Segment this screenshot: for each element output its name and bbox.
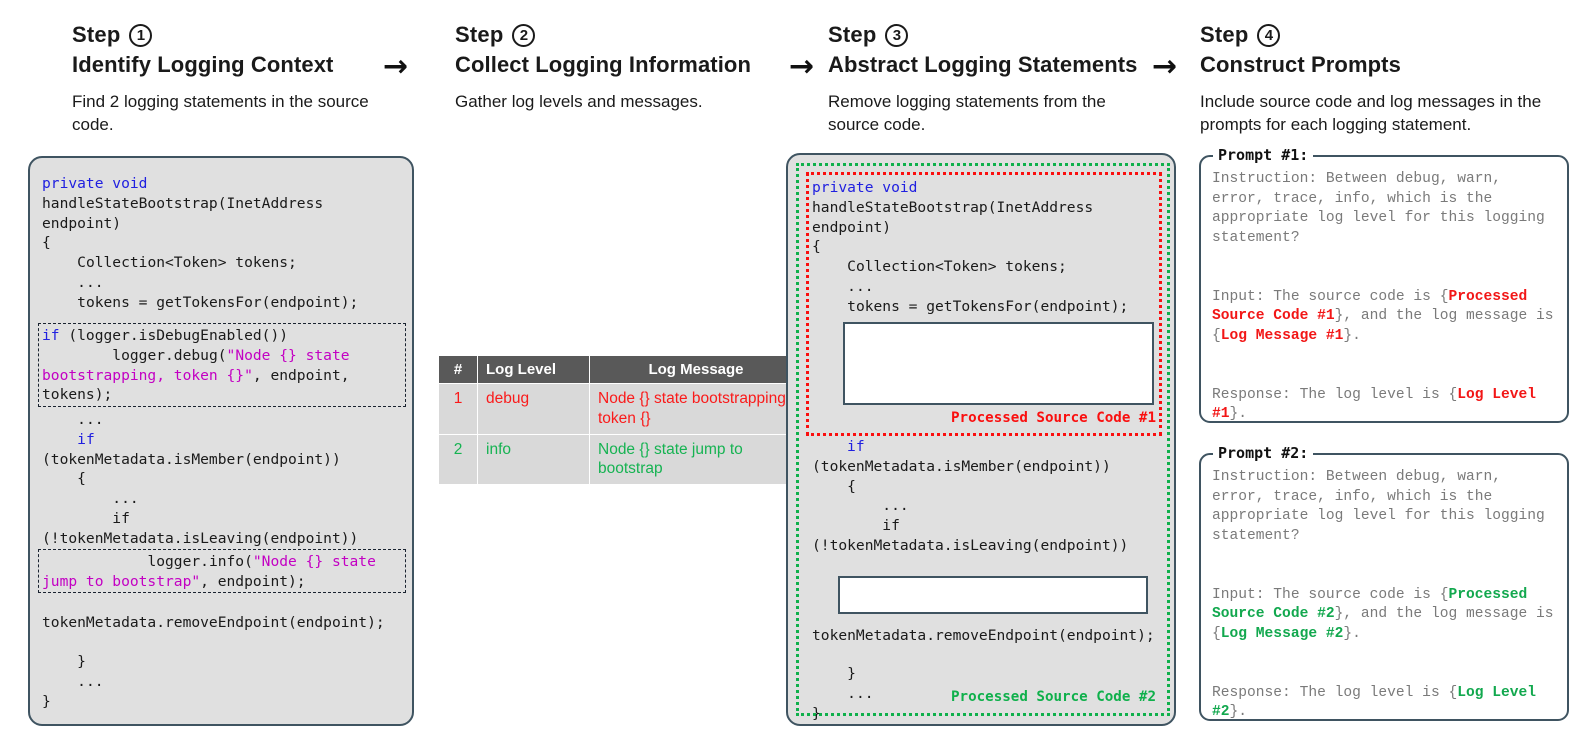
step-2-label: Step — [455, 22, 504, 47]
step-4-header: Step 4 Construct Prompts Include source … — [1200, 22, 1552, 137]
prompt-1-placeholder-log-message: Log Message #1 — [1220, 327, 1344, 344]
step-1-source-code-panel: private void handleStateBootstrap(InetAd… — [28, 156, 414, 726]
arrow-step1-to-step2-icon: → — [383, 49, 409, 84]
table-cell-log-message: Node {} state jump to bootstrap — [589, 433, 803, 486]
code-member-check: (tokenMetadata.isMember(endpoint)) { ...… — [812, 457, 1129, 554]
table-header-log-level: Log Level — [477, 355, 590, 384]
table-header-row: # Log Level Log Message — [438, 355, 803, 384]
step-2-header: Step 2 Collect Logging Information Gathe… — [455, 22, 775, 114]
logging-statement-2-code: logger.info("Node {} state jump to boots… — [42, 552, 414, 592]
arrow-step3-to-step4-icon: → — [1152, 49, 1178, 84]
step-1-code-text: private void handleStateBootstrap(InetAd… — [42, 174, 412, 313]
step-3-title: Abstract Logging Statements — [828, 52, 1138, 77]
step-3-code-closing: } ... } — [812, 665, 874, 722]
code-log2-args: , endpoint); — [200, 572, 306, 590]
log-information-table: # Log Level Log Message 1 debug Node {} … — [438, 355, 803, 486]
code-log2-message-literal: "Node {} state jump to bootstrap" — [42, 553, 376, 590]
step-3-label: Step — [828, 22, 877, 47]
prompt-2-placeholder-log-level: Log Level #2 — [1212, 684, 1545, 721]
step-3-code-head: private void handleStateBootstrap(InetAd… — [812, 178, 1162, 317]
table-cell-log-level: info — [477, 433, 590, 486]
prompt-1-placeholder-log-level: Log Level #1 — [1212, 386, 1545, 423]
step-1-code-middle: ... if (tokenMetadata.isMember(endpoint)… — [42, 410, 414, 549]
table-cell-log-level: debug — [477, 383, 590, 435]
step-2-title: Collect Logging Information — [455, 52, 752, 77]
step-1-code-tail: tokenMetadata.removeEndpoint(endpoint); … — [42, 613, 385, 710]
step-3-processed-code-panel: private void handleStateBootstrap(InetAd… — [786, 153, 1176, 726]
prompt-1-input-post: }. — [1343, 327, 1361, 344]
code-method-signature: handleStateBootstrap(InetAddress endpoin… — [42, 194, 359, 311]
processed-source-code-1-boundary — [806, 172, 1162, 436]
prompt-2-placeholder-source-code: Processed Source Code #2 — [1212, 586, 1537, 623]
prompt-2-body: Instruction: Between debug, warn, error,… — [1201, 455, 1567, 729]
code-keyword-if: if — [847, 438, 865, 455]
prompt-1-placeholder-source-code: Processed Source Code #1 — [1212, 288, 1537, 325]
logging-statement-1-highlight — [38, 323, 406, 407]
prompt-1-response-post: }. — [1229, 406, 1248, 423]
step-4-number-badge: 4 — [1257, 23, 1281, 47]
step-1-description: Find 2 logging statements in the source … — [72, 92, 369, 134]
processed-source-code-2-boundary — [796, 163, 1170, 716]
prompt-2-input-mid: }, and the log message is { — [1212, 606, 1563, 642]
table-cell-log-message: Node {} state bootstrapping, token {} — [589, 383, 803, 435]
step-1-number-badge: 1 — [129, 23, 153, 47]
processed-source-code-2-label: Processed Source Code #2 — [951, 689, 1156, 705]
code-log1-args: , endpoint, tokens); — [42, 366, 350, 404]
table-row: 1 debug Node {} state bootstrapping, tok… — [438, 383, 803, 435]
prompt-1-box: Prompt #1: Instruction: Between debug, w… — [1199, 146, 1569, 423]
step-3-description: Remove logging statements from the sourc… — [828, 92, 1106, 134]
step-4-title: Construct Prompts — [1200, 52, 1401, 77]
prompt-2-response-post: }. — [1229, 704, 1248, 721]
prompt-2-legend: Prompt #2: — [1213, 444, 1314, 462]
step-1-title: Identify Logging Context — [72, 52, 334, 77]
code-keyword-if-1: if — [42, 327, 60, 344]
code-keyword-private-void: private void — [812, 179, 918, 196]
arrow-step2-to-step3-icon: → — [789, 49, 815, 84]
step-2-label-row: Step 2 — [455, 22, 775, 48]
step-3-label-row: Step 3 — [828, 22, 1148, 48]
logging-statement-2-highlight — [38, 549, 406, 593]
code-log2-call: logger.info( — [42, 553, 253, 570]
code-ellipsis-1: ... — [77, 411, 104, 428]
code-keyword-if-2: if — [77, 430, 95, 448]
table-header-index: # — [438, 355, 478, 384]
step-4-label-row: Step 4 — [1200, 22, 1552, 48]
prompt-2-box: Prompt #2: Instruction: Between debug, w… — [1199, 444, 1569, 721]
step-4-description: Include source code and log messages in … — [1200, 92, 1542, 134]
step-1-header: Step 1 Identify Logging Context Find 2 l… — [72, 22, 372, 137]
step-2-number-badge: 2 — [512, 23, 536, 47]
step-3-code-middle: if (tokenMetadata.isMember(endpoint)) { … — [812, 437, 1162, 556]
prompt-2-instruction: Instruction: Between debug, warn, error,… — [1212, 469, 1554, 544]
code-log1-call: (logger.isDebugEnabled()) logger.debug( — [68, 327, 289, 364]
code-method-signature: handleStateBootstrap(InetAddress endpoin… — [812, 198, 1129, 315]
step-1-label-row: Step 1 — [72, 22, 372, 48]
table-cell-index: 1 — [438, 383, 478, 435]
removed-logging-statement-1-placeholder — [843, 322, 1154, 405]
prompt-2-input-post: }. — [1343, 625, 1361, 642]
prompt-1-input-pre: Input: The source code is { — [1212, 288, 1449, 305]
table-header-log-message: Log Message — [589, 355, 803, 384]
code-log1-message-literal: "Node {} state bootstrapping, token {}" — [42, 346, 350, 384]
step-1-label: Step — [72, 22, 121, 47]
logging-statement-1-code: if (logger.isDebugEnabled()) logger.debu… — [42, 326, 414, 405]
step-4-label: Step — [1200, 22, 1249, 47]
prompt-2-input-pre: Input: The source code is { — [1212, 586, 1449, 603]
processed-source-code-1-label: Processed Source Code #1 — [951, 410, 1156, 426]
removed-logging-statement-2-placeholder — [838, 576, 1148, 614]
step-3-number-badge: 3 — [885, 23, 909, 47]
table-cell-index: 2 — [438, 433, 478, 486]
prompt-1-instruction: Instruction: Between debug, warn, error,… — [1212, 171, 1554, 246]
code-keyword-private-void: private void — [42, 175, 148, 192]
step-3-code-remove-endpoint: tokenMetadata.removeEndpoint(endpoint); — [812, 627, 1155, 644]
prompt-1-response-pre: Response: The log level is { — [1212, 386, 1458, 403]
prompt-1-body: Instruction: Between debug, warn, error,… — [1201, 157, 1567, 431]
prompt-1-input-mid: }, and the log message is { — [1212, 308, 1563, 344]
step-3-header: Step 3 Abstract Logging Statements Remov… — [828, 22, 1148, 137]
code-member-check: (tokenMetadata.isMember(endpoint)) { ...… — [42, 450, 359, 547]
prompt-1-legend: Prompt #1: — [1213, 146, 1314, 164]
table-row: 2 info Node {} state jump to bootstrap — [438, 433, 803, 486]
prompt-2-response-pre: Response: The log level is { — [1212, 684, 1458, 701]
step-2-description: Gather log levels and messages. — [455, 92, 703, 111]
prompt-2-placeholder-log-message: Log Message #2 — [1220, 625, 1344, 642]
